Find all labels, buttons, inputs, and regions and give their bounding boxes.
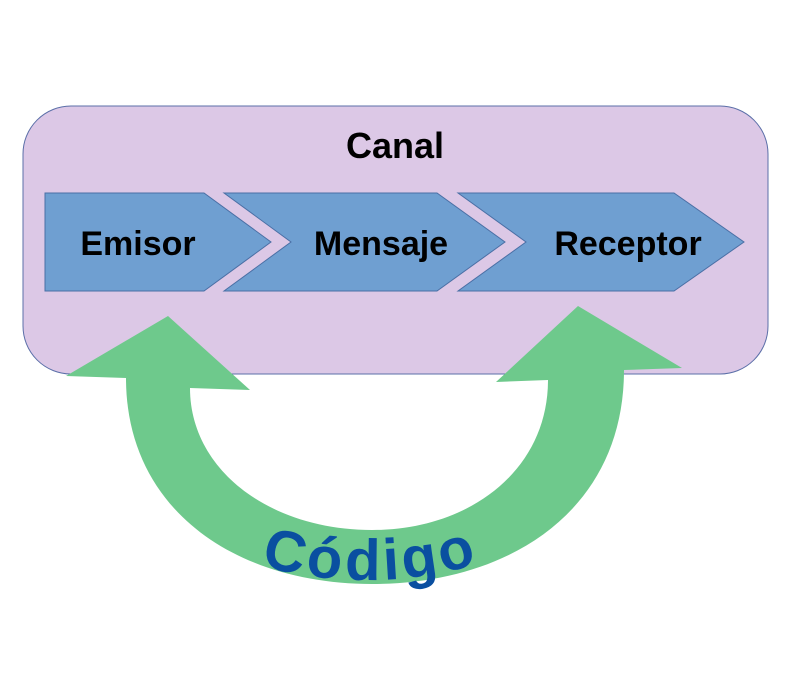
step-receptor-label: Receptor xyxy=(554,225,701,263)
step-mensaje-shape xyxy=(222,192,506,292)
step-emisor-shape xyxy=(44,192,272,292)
step-mensaje-label: Mensaje xyxy=(314,225,448,263)
code-arrow-label-path: Código xyxy=(258,513,481,593)
channel-label: Canal xyxy=(346,125,444,166)
code-arrow-label: Código xyxy=(258,513,485,593)
step-emisor-label: Emisor xyxy=(80,225,195,263)
code-arrow xyxy=(66,306,682,584)
step-receptor-shape xyxy=(456,192,745,292)
